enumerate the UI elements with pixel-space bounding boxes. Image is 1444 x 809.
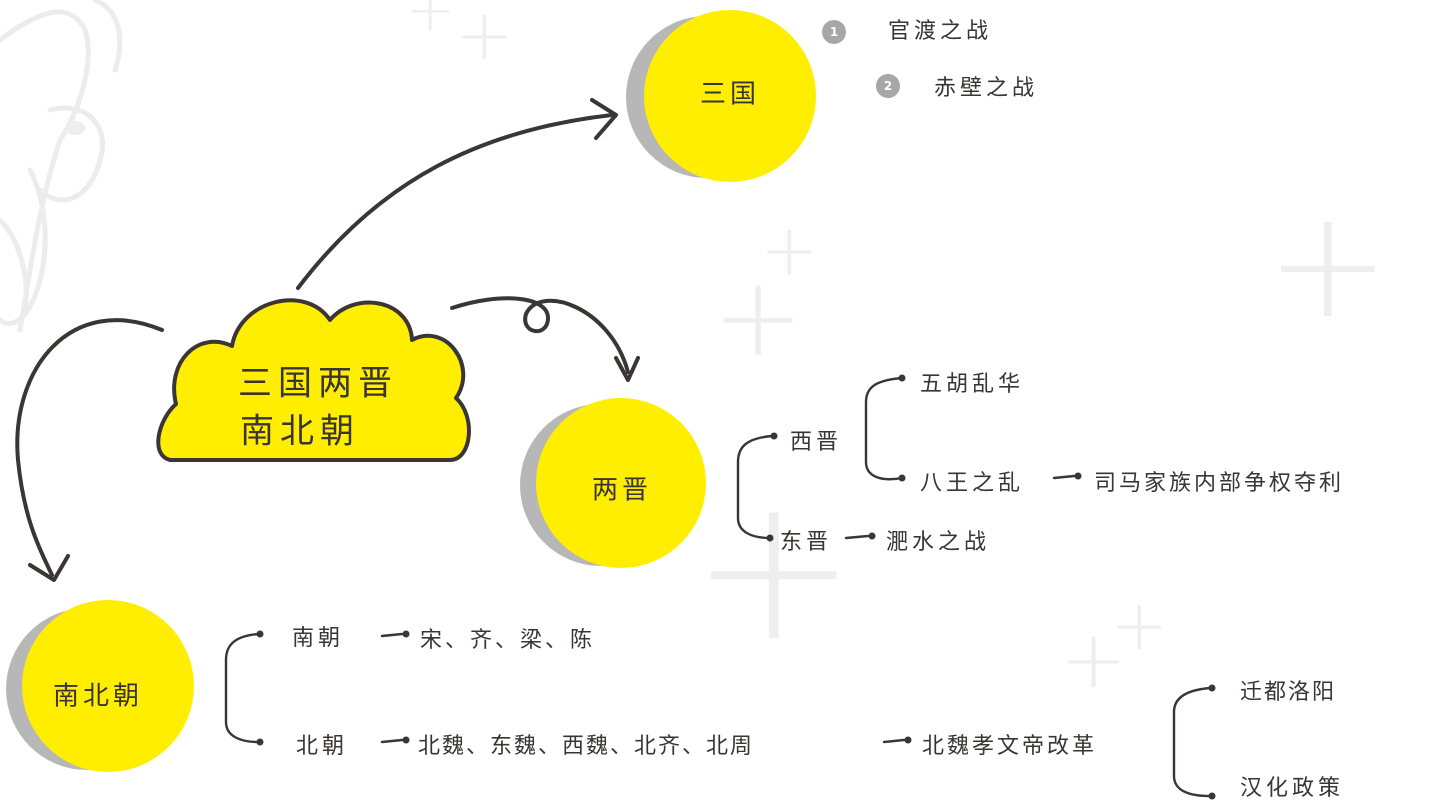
beichao-label: 北朝 [296, 734, 349, 759]
decor-plus-icon: + [1060, 613, 1128, 706]
nanbeichao-title: 南北朝 [52, 681, 144, 712]
arrowhead-icon [28, 554, 70, 582]
nanchao-detail: 宋、齐、梁、陈 [420, 628, 596, 653]
sanguo-circle [644, 10, 816, 182]
arrow-to-liangjin [450, 296, 630, 374]
decor-plus-icon: + [690, 453, 858, 686]
bawang-detail: 司马家族内部争权夺利 [1094, 471, 1345, 496]
decor-plus-icon: + [760, 209, 819, 291]
arrow-to-nanbeichao [15, 318, 164, 577]
sanguo-title: 三国 [699, 79, 761, 110]
decor-plus-icon: + [405, 0, 456, 45]
liangjin-circle [536, 398, 706, 568]
central-title-line2: 南北朝 [240, 411, 360, 452]
arrow-to-sanguo [296, 113, 614, 290]
dongjin-label: 东晋 [780, 530, 833, 555]
sanguo-item-chibi: 赤壁之战 [934, 76, 1039, 101]
arrowhead-icon [590, 98, 618, 140]
reform-item-hanhua: 汉化政策 [1240, 776, 1345, 801]
sanguo-item-guandu: 官渡之战 [888, 19, 993, 44]
xijin-child-wuhu: 五胡乱华 [920, 372, 1025, 397]
decor-plus-icon: + [1110, 584, 1169, 666]
dongjin-detail: 淝水之战 [886, 530, 991, 555]
reform-item-qiandu: 迁都洛阳 [1240, 680, 1337, 705]
reform-label: 北魏孝文帝改革 [922, 734, 1098, 759]
decor-plus-icon: + [455, 0, 514, 76]
nanbeichao-circle [22, 600, 194, 772]
decor-plus-icon: + [712, 253, 805, 381]
item-number-badge: 1 [822, 20, 846, 44]
liangjin-title: 两晋 [591, 475, 653, 506]
arrowhead-icon [614, 356, 640, 382]
xijin-child-bawang: 八王之乱 [920, 471, 1025, 496]
xijin-label: 西晋 [790, 430, 843, 455]
central-title-line1: 三国两晋 [238, 363, 398, 404]
item-number-badge: 2 [876, 74, 900, 98]
beichao-detail: 北魏、东魏、西魏、北齐、北周 [418, 734, 755, 759]
nanchao-label: 南朝 [292, 626, 345, 651]
decor-plus-icon: + [1265, 178, 1391, 352]
